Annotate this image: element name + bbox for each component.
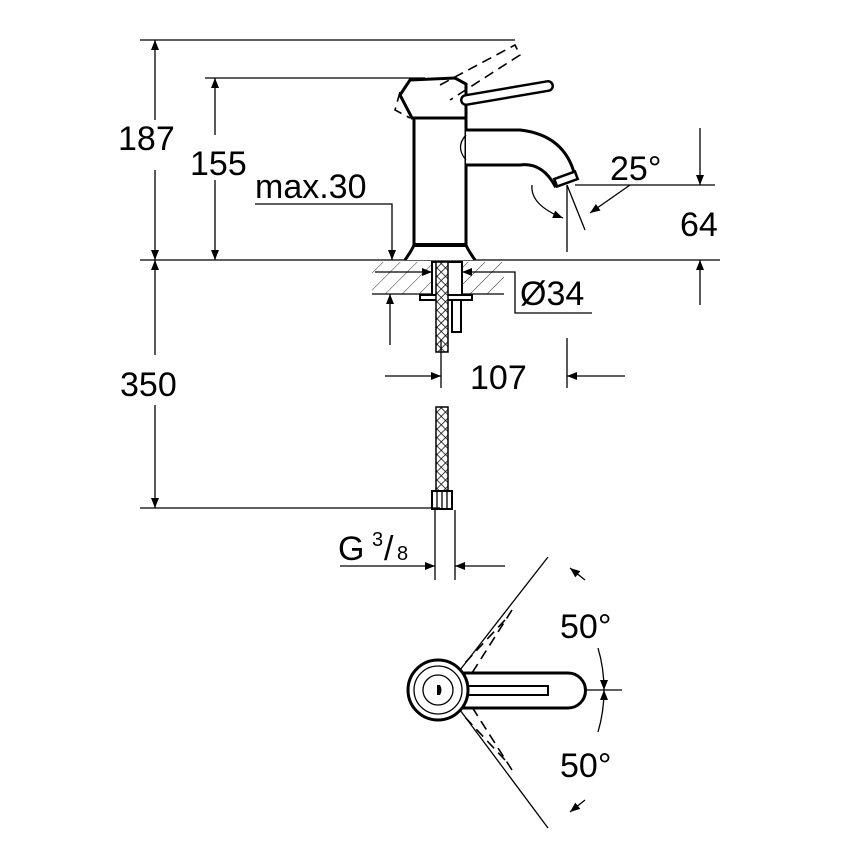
dimension-155: 155 — [190, 77, 425, 260]
dimension-187: 187 — [118, 39, 515, 260]
angle-50-lower-label: 50° — [560, 747, 611, 785]
angle-25-label: 25° — [610, 150, 661, 188]
dimension-max-30: max.30 — [255, 168, 396, 345]
svg-text:/: / — [384, 530, 394, 568]
dimension-spout-angle: 25° 64 — [531, 128, 718, 305]
dim-max30-label: max.30 — [255, 168, 367, 206]
dim-diameter-label: Ø34 — [520, 275, 584, 313]
thread-denominator: 8 — [397, 543, 408, 565]
plan-view: 50° 50° — [406, 556, 622, 829]
angle-50-upper-label: 50° — [560, 608, 611, 646]
dimension-thread: G 3 / 8 — [338, 510, 505, 580]
dim-64-label: 64 — [680, 206, 718, 244]
dim-155-label: 155 — [190, 145, 247, 183]
supply-hose — [419, 261, 473, 510]
dimension-350: 350 — [120, 260, 440, 509]
dim-187-label: 187 — [118, 120, 175, 158]
dimension-diameter-34: Ø34 — [375, 268, 592, 314]
thread-numerator: 3 — [372, 529, 383, 551]
dim-107-label: 107 — [470, 359, 527, 397]
dim-350-label: 350 — [120, 366, 177, 404]
counter-top — [140, 259, 720, 296]
thread-g-label: G — [338, 530, 364, 568]
faucet-body — [394, 43, 580, 261]
dimension-107: 107 — [385, 338, 625, 397]
